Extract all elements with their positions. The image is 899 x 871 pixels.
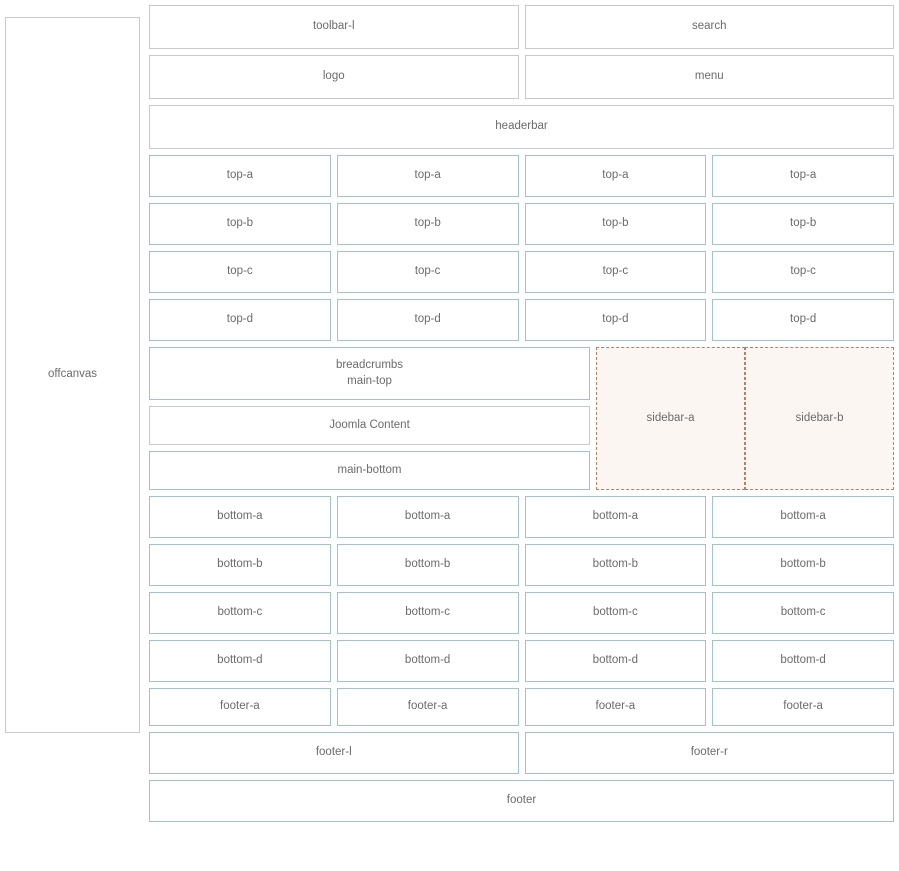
region-top-c-2[interactable]: top-c xyxy=(336,251,519,293)
region-bottom-d-3[interactable]: bottom-d xyxy=(524,640,707,682)
region-footer-a-1[interactable]: footer-a xyxy=(149,688,331,726)
row-top-a: top-a top-a top-a top-a xyxy=(149,155,894,197)
region-top-c-1[interactable]: top-c xyxy=(149,251,331,293)
region-menu[interactable]: menu xyxy=(524,55,894,99)
region-joomla-content[interactable]: Joomla Content xyxy=(149,406,590,445)
region-top-b-1[interactable]: top-b xyxy=(149,203,331,245)
region-bottom-c-1[interactable]: bottom-c xyxy=(149,592,331,634)
region-top-a-3[interactable]: top-a xyxy=(524,155,707,197)
sidebar-column: sidebar-a sidebar-b xyxy=(596,347,894,490)
row-bottom-b: bottom-b bottom-b bottom-b bottom-b xyxy=(149,544,894,586)
region-search[interactable]: search xyxy=(524,5,894,49)
region-bottom-b-1[interactable]: bottom-b xyxy=(149,544,331,586)
row-bottom-d: bottom-d bottom-d bottom-d bottom-d xyxy=(149,640,894,682)
region-top-a-2[interactable]: top-a xyxy=(336,155,519,197)
region-top-c-4[interactable]: top-c xyxy=(712,251,894,293)
region-headerbar[interactable]: headerbar xyxy=(149,105,894,149)
region-bottom-a-1[interactable]: bottom-a xyxy=(149,496,331,538)
region-sidebar-b[interactable]: sidebar-b xyxy=(745,347,894,490)
region-top-b-4[interactable]: top-b xyxy=(712,203,894,245)
region-breadcrumbs-main-top[interactable]: breadcrumbs main-top xyxy=(149,347,590,400)
region-top-d-3[interactable]: top-d xyxy=(524,299,707,341)
row-headerbar: headerbar xyxy=(149,105,894,149)
region-bottom-c-4[interactable]: bottom-c xyxy=(712,592,894,634)
region-logo[interactable]: logo xyxy=(149,55,519,99)
region-bottom-b-3[interactable]: bottom-b xyxy=(524,544,707,586)
row-bottom-a: bottom-a bottom-a bottom-a bottom-a xyxy=(149,496,894,538)
region-bottom-d-2[interactable]: bottom-d xyxy=(336,640,519,682)
region-footer-a-3[interactable]: footer-a xyxy=(524,688,707,726)
region-bottom-d-4[interactable]: bottom-d xyxy=(712,640,894,682)
row-footer: footer xyxy=(149,780,894,822)
region-footer-l[interactable]: footer-l xyxy=(149,732,519,774)
region-top-d-4[interactable]: top-d xyxy=(712,299,894,341)
row-main-band: breadcrumbs main-top Joomla Content main… xyxy=(149,347,894,490)
region-footer-a-2[interactable]: footer-a xyxy=(336,688,519,726)
row-footer-split: footer-l footer-r xyxy=(149,732,894,774)
region-offcanvas[interactable]: offcanvas xyxy=(5,17,140,733)
row-logo-menu: logo menu xyxy=(149,55,894,99)
region-bottom-d-1[interactable]: bottom-d xyxy=(149,640,331,682)
region-top-b-2[interactable]: top-b xyxy=(336,203,519,245)
row-top-c: top-c top-c top-c top-c xyxy=(149,251,894,293)
region-bottom-b-4[interactable]: bottom-b xyxy=(712,544,894,586)
region-bottom-a-4[interactable]: bottom-a xyxy=(712,496,894,538)
row-top-b: top-b top-b top-b top-b xyxy=(149,203,894,245)
region-top-a-1[interactable]: top-a xyxy=(149,155,331,197)
region-footer-r[interactable]: footer-r xyxy=(524,732,894,774)
region-top-a-4[interactable]: top-a xyxy=(712,155,894,197)
region-main-bottom[interactable]: main-bottom xyxy=(149,451,590,490)
row-footer-a: footer-a footer-a footer-a footer-a xyxy=(149,688,894,726)
region-sidebar-a[interactable]: sidebar-a xyxy=(596,347,745,490)
region-top-d-1[interactable]: top-d xyxy=(149,299,331,341)
region-footer[interactable]: footer xyxy=(149,780,894,822)
row-bottom-c: bottom-c bottom-c bottom-c bottom-c xyxy=(149,592,894,634)
region-top-c-3[interactable]: top-c xyxy=(524,251,707,293)
region-bottom-a-3[interactable]: bottom-a xyxy=(524,496,707,538)
region-bottom-c-2[interactable]: bottom-c xyxy=(336,592,519,634)
region-bottom-c-3[interactable]: bottom-c xyxy=(524,592,707,634)
layout-stack: toolbar-l search logo menu headerbar top… xyxy=(149,5,894,822)
row-toolbar: toolbar-l search xyxy=(149,5,894,49)
region-toolbar-l[interactable]: toolbar-l xyxy=(149,5,519,49)
region-bottom-a-2[interactable]: bottom-a xyxy=(336,496,519,538)
region-bottom-b-2[interactable]: bottom-b xyxy=(336,544,519,586)
region-top-b-3[interactable]: top-b xyxy=(524,203,707,245)
row-top-d: top-d top-d top-d top-d xyxy=(149,299,894,341)
region-top-d-2[interactable]: top-d xyxy=(336,299,519,341)
main-column: breadcrumbs main-top Joomla Content main… xyxy=(149,347,590,490)
region-footer-a-4[interactable]: footer-a xyxy=(712,688,894,726)
